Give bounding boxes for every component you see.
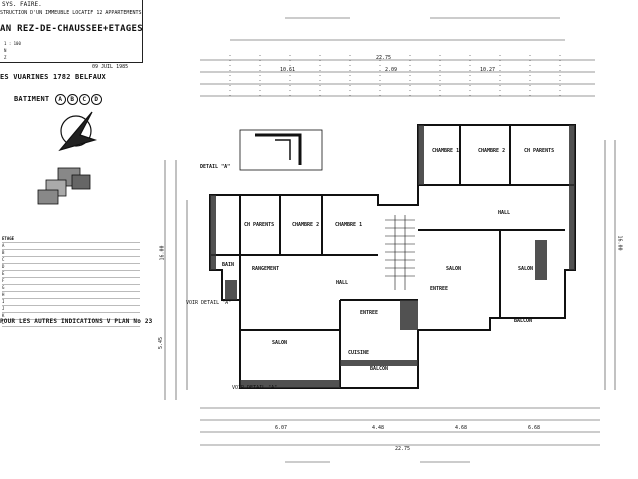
dim-top-mid: 2.09	[385, 67, 398, 73]
batiment-letter-a: A	[54, 94, 66, 105]
schedule-heading: ETAGE	[2, 236, 140, 243]
schedule-row: A	[2, 243, 140, 250]
room-salon-left: SALON	[272, 340, 288, 346]
room-cuisine: CUISINE	[348, 350, 370, 356]
schedule-row: G	[2, 285, 140, 292]
dim-bottom-c: 4.68	[455, 425, 468, 431]
plan-title: AN REZ-DE-CHAUSSEE+ETAGES	[0, 24, 143, 34]
date-stamp: 09 JUIL 1985	[92, 64, 129, 70]
room-ch-parents-right: CH PARENTS	[524, 148, 555, 154]
room-balcon-bottom: BALCON	[370, 366, 389, 372]
address: ES VUARINES 1782 BELFAUX	[0, 73, 106, 81]
staircase	[385, 215, 415, 290]
dim-bottom-total: 22.75	[395, 446, 411, 452]
room-rangement: RANGEMENT	[252, 266, 280, 272]
title-block	[0, 0, 143, 63]
meta-row-1: 1 : 100	[4, 41, 21, 46]
building-walls	[209, 124, 576, 389]
batiment-letter-d: D	[90, 94, 102, 105]
room-chambre2-right: CHAMBRE 2	[478, 148, 506, 154]
schedule-row: B	[2, 250, 140, 257]
dim-top-left: 10.61	[280, 67, 296, 73]
wall-hatching	[210, 125, 575, 388]
key-plan	[37, 167, 91, 205]
room-chambre1-right: CHAMBRE 1	[432, 148, 460, 154]
dim-right-a: 16.00	[616, 235, 623, 251]
meta-row-3: Z	[4, 55, 7, 60]
schedule-table: ETAGE A B C D E F G H I J K L	[2, 236, 140, 327]
voir-detail-top: VOIR DETAIL "A"	[186, 300, 232, 306]
header-project: STRUCTION D'UN IMMEUBLE LOCATIF 12 APPAR…	[0, 10, 142, 16]
room-hall-right: HALL	[498, 210, 511, 216]
side-dimension-lines	[164, 140, 616, 400]
meta-row-2: N	[4, 48, 7, 53]
schedule-row: F	[2, 278, 140, 285]
north-arrow-icon	[58, 111, 98, 152]
schedule-row: D	[2, 264, 140, 271]
voir-detail-bottom: VOIR DETAIL "A"	[232, 385, 278, 391]
dim-bottom-a: 6.07	[275, 425, 288, 431]
room-salon-right: SALON	[518, 266, 534, 272]
schedule-row: L	[2, 320, 140, 327]
schedule-row: K	[2, 313, 140, 320]
batiment-label: BATIMENT	[14, 95, 50, 103]
room-chambre2-left: CHAMBRE 2	[292, 222, 320, 228]
header-line1: SYS. FAIRE.	[2, 1, 42, 8]
dim-bottom-d: 6.68	[528, 425, 541, 431]
room-balcon-right: BALCON	[514, 318, 533, 324]
room-chambre1-left: CHAMBRE 1	[335, 222, 363, 228]
schedule-row: C	[2, 257, 140, 264]
room-hall-left: HALL	[336, 280, 349, 286]
top-dimension-lines	[200, 17, 595, 100]
detail-a-inset	[239, 129, 323, 171]
schedule-row: I	[2, 299, 140, 306]
dim-top-total: 22.75	[376, 55, 392, 61]
dim-bottom-b: 4.48	[372, 425, 385, 431]
note: POUR LES AUTRES INDICATIONS V PLAN No 23	[0, 318, 153, 325]
detail-a-label: DETAIL "A"	[200, 164, 231, 170]
dim-top-right: 10.27	[480, 67, 496, 73]
room-entree-left: ENTREE	[360, 310, 379, 316]
room-ch-parents-left: CH PARENTS	[244, 222, 275, 228]
room-salon-center: SALON	[446, 266, 462, 272]
schedule-row: E	[2, 271, 140, 278]
batiment-letter-b: B	[66, 94, 78, 105]
dim-left-a: 16.00	[159, 245, 166, 261]
room-entree-right: ENTREE	[430, 286, 449, 292]
dim-left-b: 5.45	[158, 336, 165, 350]
batiment-letter-c: C	[78, 94, 90, 105]
schedule-row: J	[2, 306, 140, 313]
room-bain-left: BAIN	[222, 262, 235, 268]
schedule-row: H	[2, 292, 140, 299]
bottom-dimension-lines	[200, 407, 600, 463]
